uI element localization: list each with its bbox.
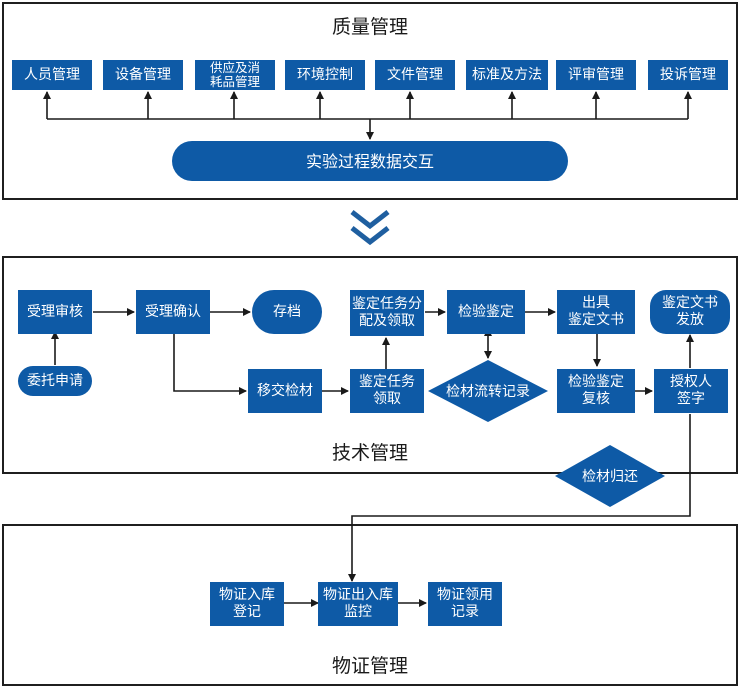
data-exchange-node: 实验过程数据交互 [172,141,568,181]
task-assignment-node: 鉴定任务分 配及领取 [350,290,424,336]
archive-node: 存档 [252,290,322,334]
evidence-register-node: 物证入库 登记 [210,582,284,626]
equipment-management-node: 设备管理 [103,60,183,90]
document-issue-node: 鉴定文书 发放 [650,290,730,334]
task-receive-node: 鉴定任务 领取 [350,369,424,413]
authorized-signature-node: 授权人 签字 [654,369,728,413]
personnel-management-node: 人员管理 [12,60,92,90]
issue-document-node: 出具 鉴定文书 [557,290,635,334]
acceptance-review-node: 受理审核 [18,290,92,334]
transfer-material-node: 移交检材 [248,369,322,413]
acceptance-confirm-node: 受理确认 [136,290,210,334]
supplies-management-node: 供应及消 耗品管理 [195,60,275,90]
evidence-usage-record-node: 物证领用 记录 [428,582,502,626]
quality-management-title: 质量管理 [331,16,409,38]
evidence-management-title: 物证管理 [331,655,409,677]
document-management-node: 文件管理 [375,60,455,90]
review-management-node: 评审管理 [556,60,636,90]
inspection-node: 检验鉴定 [447,290,525,334]
chevron-down-icon [350,210,390,246]
material-return-label: 检材归还 [582,469,638,485]
material-return-diamond [555,445,665,507]
commission-request-node: 委托申请 [18,366,92,396]
complaint-management-node: 投诉管理 [648,60,728,90]
technical-management-title: 技术管理 [331,442,409,464]
review-check-node: 检验鉴定 复核 [557,369,635,413]
environment-control-node: 环境控制 [285,60,365,90]
evidence-monitor-node: 物证出入库 监控 [318,582,398,626]
standards-methods-node: 标准及方法 [466,60,548,90]
material-record-label: 检材流转记录 [446,384,530,400]
material-record-diamond [428,360,548,422]
